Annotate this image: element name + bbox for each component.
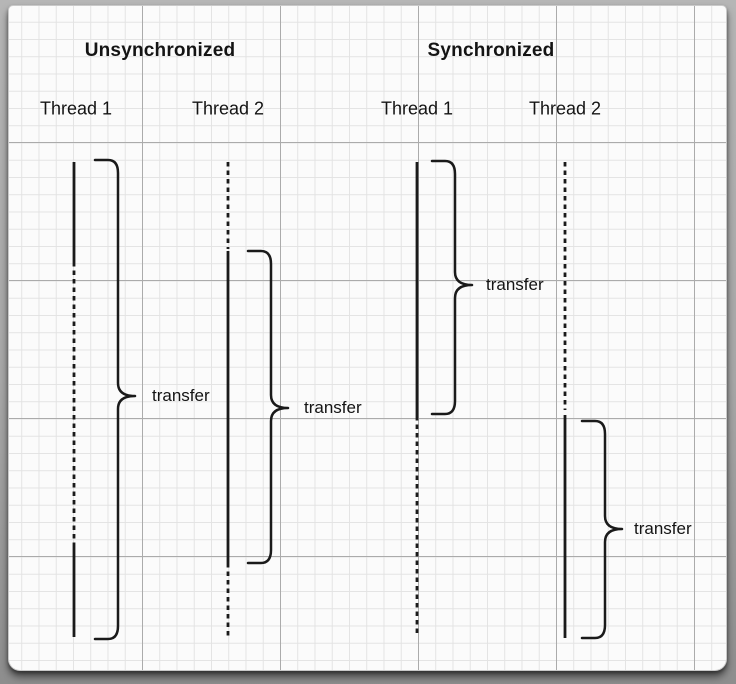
transfer-label-unsync-thread1: transfer bbox=[152, 386, 210, 405]
thread-label-sync-thread1: Thread 1 bbox=[380, 98, 454, 119]
thread-label-unsync-thread2: Thread 2 bbox=[191, 98, 265, 119]
section-heading-unsynchronized: Unsynchronized bbox=[84, 40, 236, 61]
graph-paper bbox=[8, 5, 727, 671]
transfer-label-sync-thread2: transfer bbox=[634, 519, 692, 538]
thread-label-unsync-thread1: Thread 1 bbox=[39, 98, 113, 119]
section-heading-synchronized: Synchronized bbox=[427, 40, 555, 61]
thread-label-sync-thread2: Thread 2 bbox=[528, 98, 602, 119]
transfer-label-sync-thread1: transfer bbox=[486, 275, 544, 294]
transfer-label-unsync-thread2: transfer bbox=[304, 398, 362, 417]
